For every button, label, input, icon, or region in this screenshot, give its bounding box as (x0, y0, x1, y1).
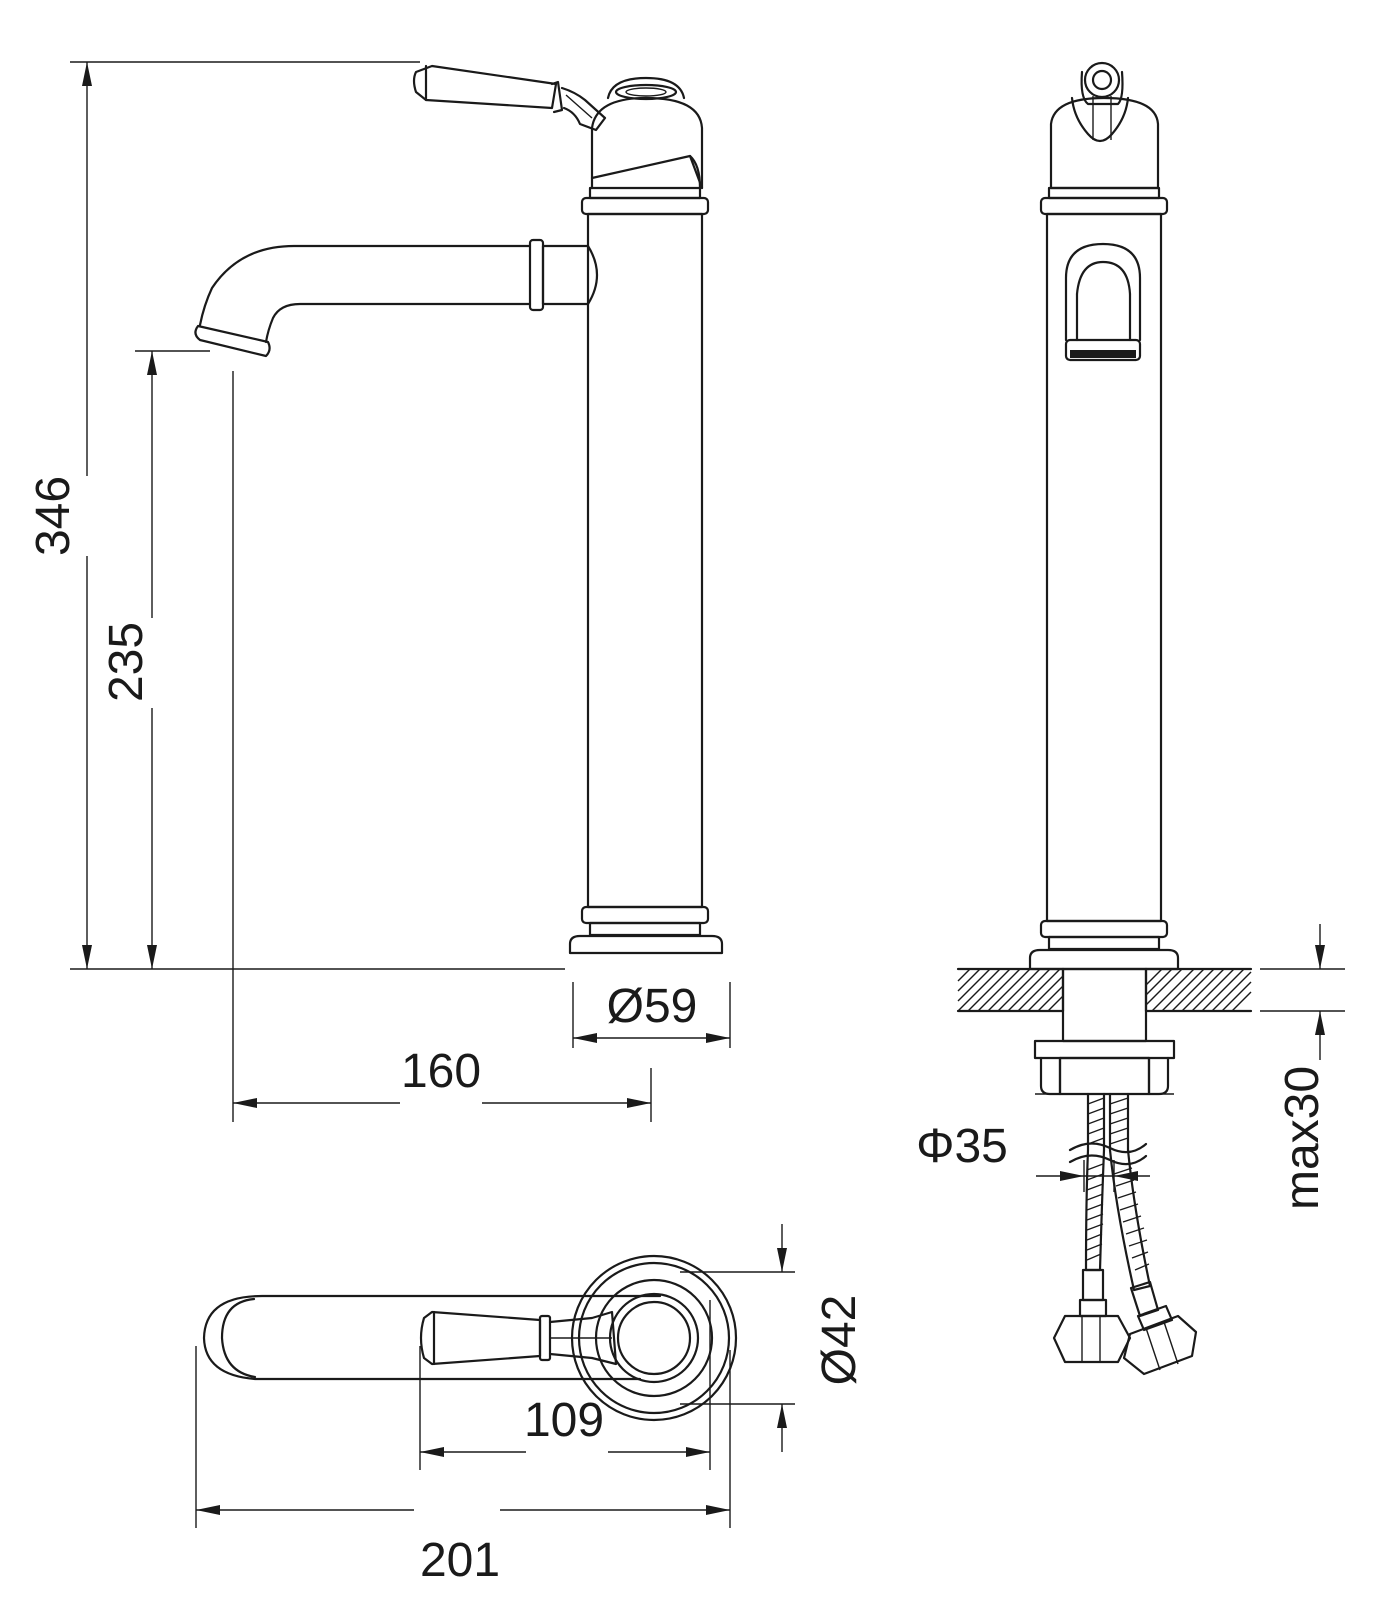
side-body-column (1045, 212, 1163, 923)
top-spout-outline (202, 1294, 662, 1381)
dim-109-label: 109 (524, 1394, 604, 1447)
side-lower-collar (1047, 935, 1161, 951)
side-fixing-washer (1033, 1039, 1176, 1060)
side-flex-hoses (1052, 1092, 1198, 1376)
hose-fitting-left (1081, 1268, 1105, 1302)
front-lower-ring (580, 905, 710, 925)
front-spout-collar (528, 238, 545, 312)
side-lever-root (1070, 96, 1130, 143)
dim-max30-label: max30 (1276, 1066, 1329, 1210)
front-base-flange (568, 934, 724, 955)
side-aerator-mesh (1070, 350, 1136, 358)
hose-nut-right (1122, 1314, 1198, 1376)
side-lever-tip (1083, 61, 1121, 99)
side-upper-ring (1039, 196, 1169, 216)
front-spout-joint-curve (586, 244, 598, 306)
side-lower-ring (1039, 919, 1169, 939)
dim-235-label: 235 (100, 622, 153, 702)
top-view (202, 1254, 738, 1422)
top-lever-neck (548, 1310, 618, 1366)
side-spout-aerator (1064, 338, 1142, 362)
top-cartridge-cap (616, 1300, 692, 1376)
dim-diameter-59-label: Ø59 (607, 980, 698, 1033)
front-upper-ring (580, 196, 710, 216)
side-nut-center (1058, 1056, 1151, 1096)
front-dimensions: 346 235 Ø59 160 (27, 61, 731, 1122)
side-spout-outline (1064, 242, 1142, 342)
dim-201-label: 201 (420, 1534, 500, 1587)
top-dimensions: Ø42 109 201 (195, 1224, 866, 1587)
side-counter-top (956, 967, 1253, 1013)
side-nut-left (1039, 1056, 1062, 1096)
hose-collar-right (1136, 1304, 1174, 1332)
front-lower-collar (588, 921, 702, 937)
side-dimensions: max30 Φ35 (916, 924, 1345, 1210)
side-lever-band (1080, 70, 1124, 106)
hose-nut-left (1052, 1314, 1132, 1364)
side-shank (1061, 967, 1148, 1043)
front-housing-bevel (590, 154, 704, 190)
front-lever-neck (560, 86, 607, 132)
side-spout-inner (1075, 260, 1132, 296)
side-base-flange (1028, 948, 1180, 971)
hose-collar-left (1078, 1298, 1108, 1318)
front-upper-collar (588, 186, 702, 200)
top-cartridge-ring (608, 1292, 700, 1384)
front-lever-band-1 (550, 80, 564, 114)
dim-diameter-42-label: Ø42 (813, 1295, 866, 1386)
front-handle-cap (606, 76, 686, 100)
front-spout-lower-curve (264, 302, 532, 344)
top-lever-band (538, 1314, 552, 1362)
front-cap-ring (614, 83, 678, 101)
front-spout-upper-curve (198, 244, 532, 327)
dim-160-label: 160 (401, 1045, 481, 1098)
front-lever-handle (412, 64, 558, 110)
front-housing-curve (688, 154, 702, 190)
side-nut-right (1147, 1056, 1170, 1096)
front-cap-inner (625, 87, 667, 97)
front-spout-joint (541, 244, 590, 306)
side-view (956, 61, 1253, 1376)
front-lever-neck-line (565, 94, 593, 119)
side-lever-tip-inner (1091, 69, 1113, 91)
side-upper-collar (1047, 186, 1161, 200)
front-spout-aerator (194, 324, 271, 358)
dim-phi-35-label: Φ35 (916, 1120, 1008, 1173)
top-spout-tip (220, 1297, 257, 1379)
front-body-column (586, 212, 704, 909)
front-view (194, 64, 724, 955)
side-handle-housing (1049, 96, 1160, 190)
dim-346-label: 346 (27, 476, 80, 556)
top-lever-handle (419, 1310, 542, 1366)
